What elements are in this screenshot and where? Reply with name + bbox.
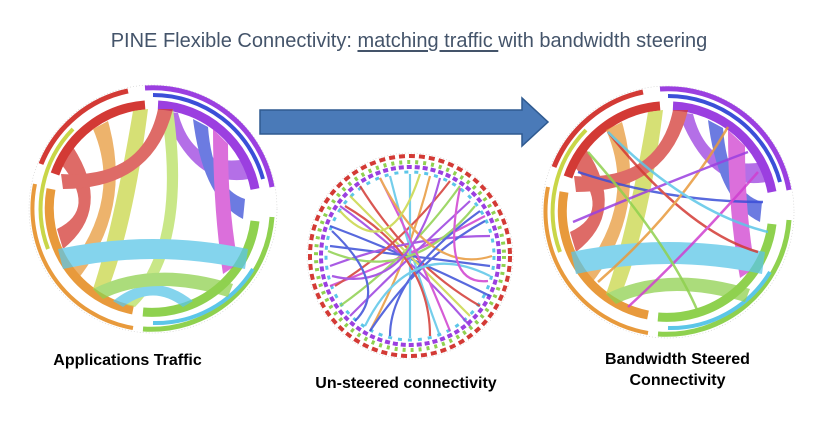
- applications-traffic-chord-diagram: [28, 84, 278, 334]
- title-prefix: PINE Flexible Connectivity:: [110, 30, 358, 52]
- steered-links: [572, 126, 769, 313]
- bandwidth-steered-caption: Bandwidth Steered Connectivity: [570, 349, 785, 391]
- chord-lines: [327, 173, 493, 338]
- unsteered-connectivity-caption: Un-steered connectivity: [315, 375, 497, 392]
- chord-ribbons: [57, 109, 249, 307]
- outer-ring: [543, 86, 792, 337]
- applications-traffic-caption: Applications Traffic: [53, 352, 202, 369]
- bandwidth-steered-caption-line2: Connectivity: [629, 372, 726, 389]
- slide-title: PINE Flexible Connectivity: matching tra…: [0, 30, 818, 53]
- bandwidth-steered-chord-diagram: [541, 85, 795, 339]
- chord-ribbons: [570, 110, 766, 304]
- unsteered-connectivity-chord-diagram: [306, 152, 514, 360]
- bandwidth-steered-caption-line1: Bandwidth Steered: [605, 351, 750, 368]
- title-underlined: matching traffic: [357, 30, 499, 52]
- title-suffix: with bandwidth steering: [498, 30, 708, 52]
- outer-ring: [30, 85, 275, 332]
- segmented-ring: [308, 154, 512, 358]
- right-arrow-icon: [259, 96, 550, 148]
